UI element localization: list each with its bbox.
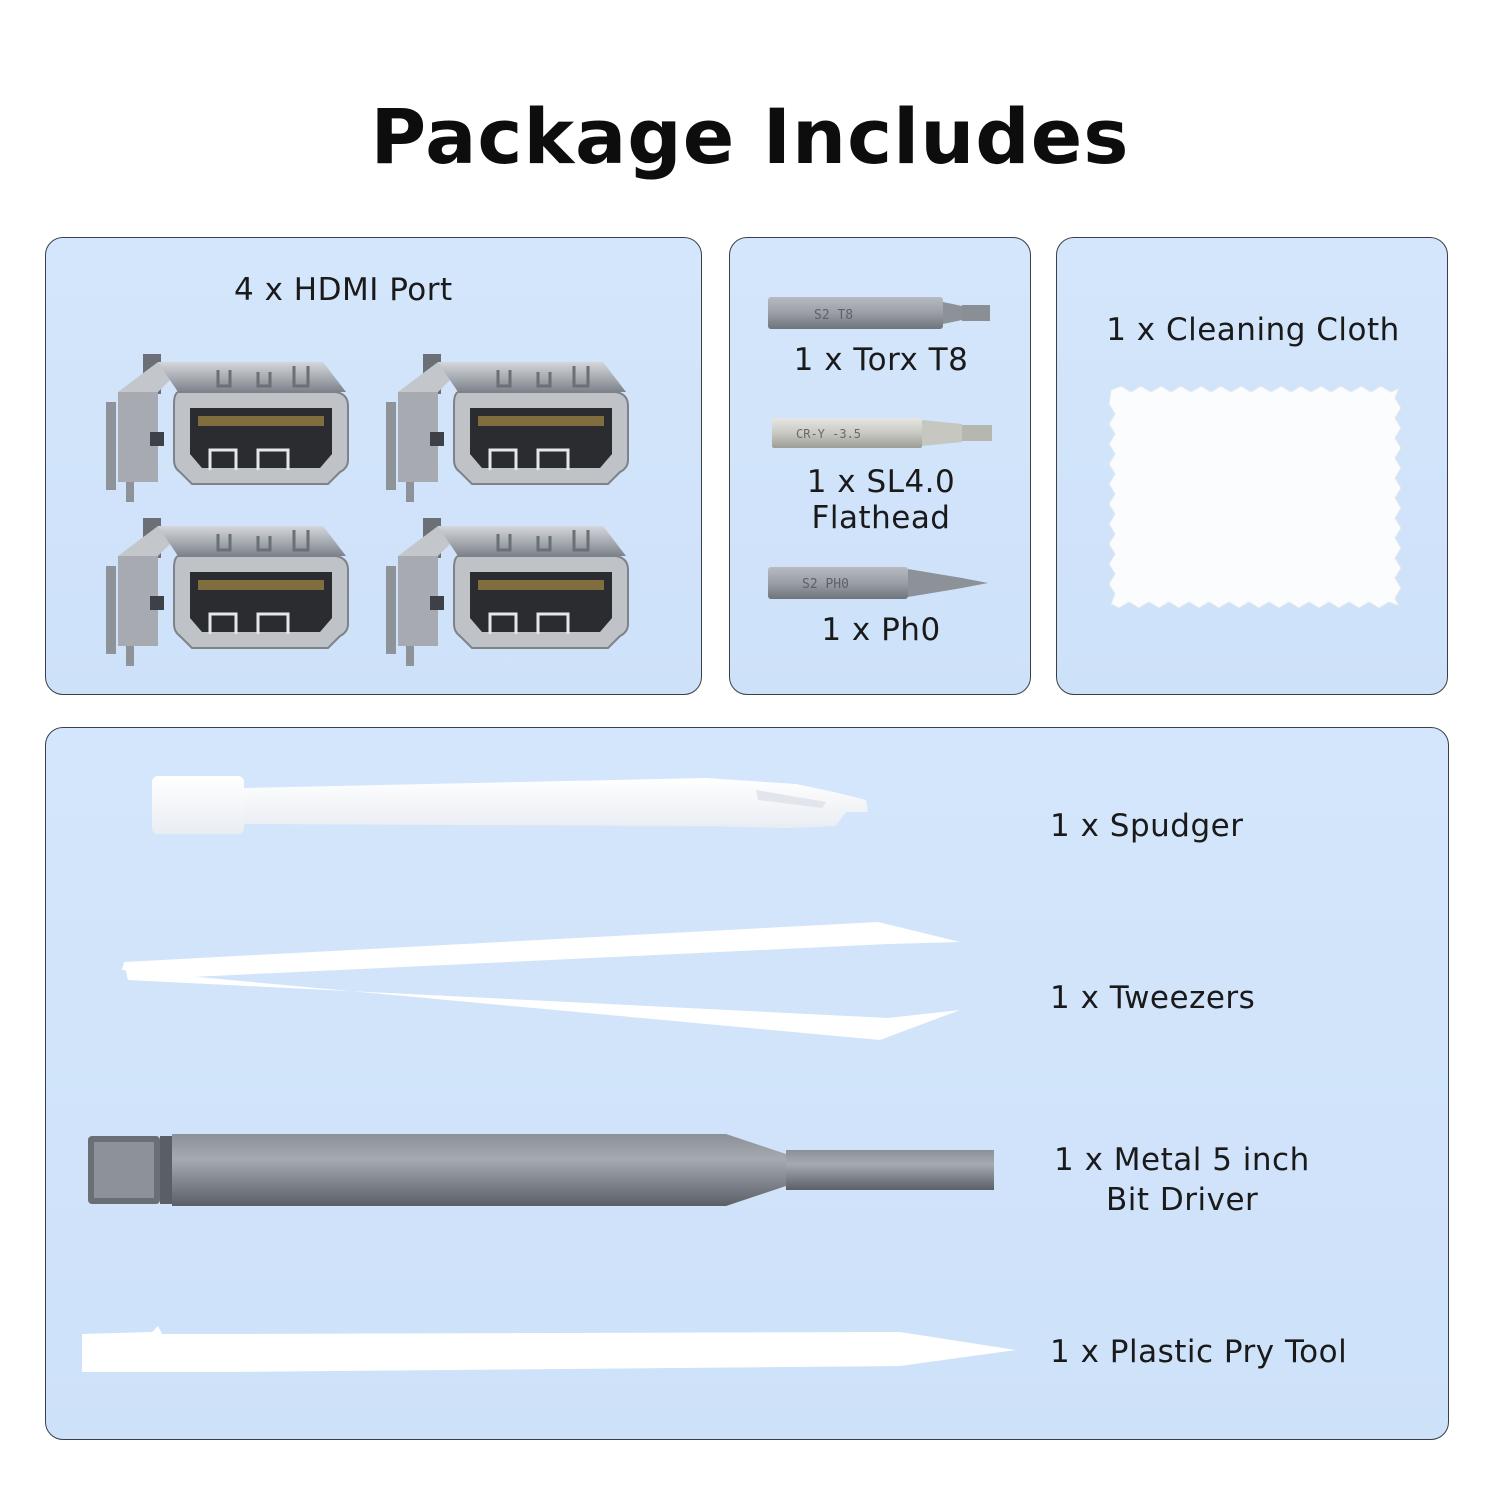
screwdriver-bits-panel: S2 T8 1 x Torx T8 CR-Y -3.5 1 x SL4.0 Fl… xyxy=(729,237,1031,695)
phillips-bit-label: 1 x Ph0 xyxy=(821,612,941,648)
pry-tool-icon xyxy=(82,1326,1016,1372)
torx-bit-icon: S2 T8 xyxy=(768,297,990,329)
hdmi-port-icon xyxy=(384,352,630,504)
tools-panel: 1 x Spudger 1 x Tweezers 1 x Metal 5 inc… xyxy=(45,727,1449,1440)
hdmi-port-panel: 4 x HDMI Port xyxy=(45,237,702,695)
torx-bit-engraving: S2 T8 xyxy=(814,308,853,323)
spudger-label: 1 x Spudger xyxy=(1050,808,1244,844)
spudger-icon xyxy=(152,776,868,834)
flathead-bit-engraving: CR-Y -3.5 xyxy=(796,427,861,441)
hdmi-port-label: 4 x HDMI Port xyxy=(234,272,453,308)
cleaning-cloth-icon xyxy=(1108,385,1402,609)
tweezers-label: 1 x Tweezers xyxy=(1050,980,1256,1016)
hdmi-port-icon xyxy=(104,516,350,668)
torx-bit-label: 1 x Torx T8 xyxy=(793,342,969,378)
tweezers-icon xyxy=(122,922,960,1040)
page-title: Package Includes xyxy=(370,92,1130,181)
pry-tool-label: 1 x Plastic Pry Tool xyxy=(1050,1334,1348,1370)
flathead-bit-icon: CR-Y -3.5 xyxy=(772,418,992,448)
phillips-bit-engraving: S2 PH0 xyxy=(802,577,849,592)
hdmi-port-icon xyxy=(104,352,350,504)
bit-driver-label-line1: 1 x Metal 5 inch xyxy=(1054,1142,1310,1178)
flathead-bit-label-line1: 1 x SL4.0 xyxy=(806,464,956,500)
phillips-bit-icon: S2 PH0 xyxy=(768,567,988,599)
bit-driver-label-line2: Bit Driver xyxy=(1106,1182,1259,1218)
hdmi-port-icon xyxy=(384,516,630,668)
cleaning-cloth-panel: 1 x Cleaning Cloth xyxy=(1056,237,1448,695)
flathead-bit-label-line2: Flathead xyxy=(811,500,951,536)
cleaning-cloth-label: 1 x Cleaning Cloth xyxy=(1106,312,1400,348)
bit-driver-icon xyxy=(88,1134,994,1206)
